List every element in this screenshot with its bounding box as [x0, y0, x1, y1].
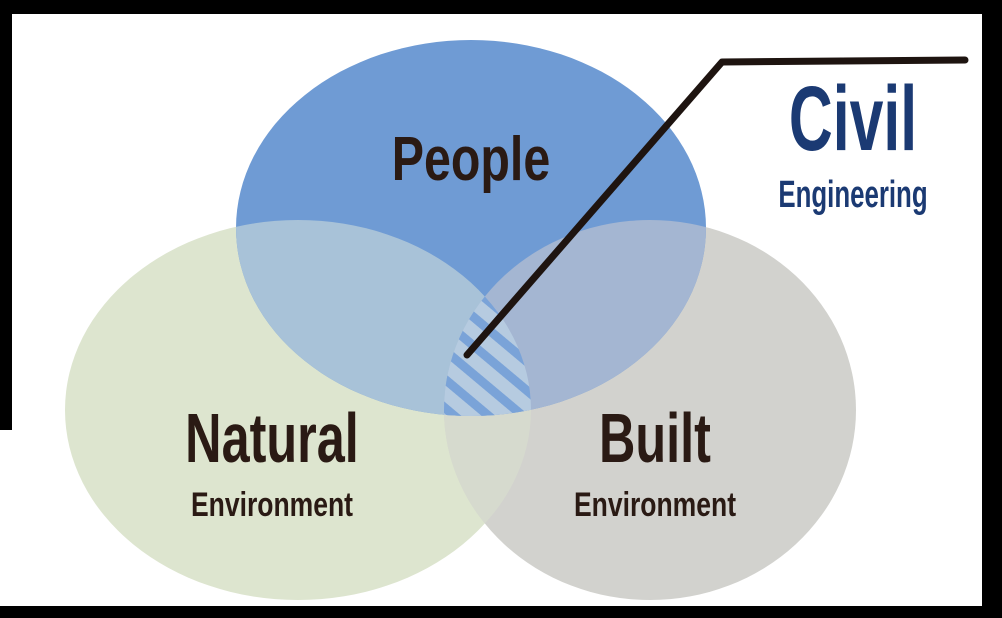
background-panel-extension	[0, 430, 14, 606]
engineering-label: Engineering	[778, 173, 927, 215]
natural-environment-sublabel: Environment	[191, 486, 353, 524]
built-environment-sublabel: Environment	[574, 486, 736, 524]
pointer-line	[463, 56, 969, 359]
natural-label: Natural	[185, 399, 359, 477]
civil-label: Civil	[789, 66, 917, 170]
people-label: People	[392, 124, 551, 193]
built-label: Built	[599, 399, 711, 477]
